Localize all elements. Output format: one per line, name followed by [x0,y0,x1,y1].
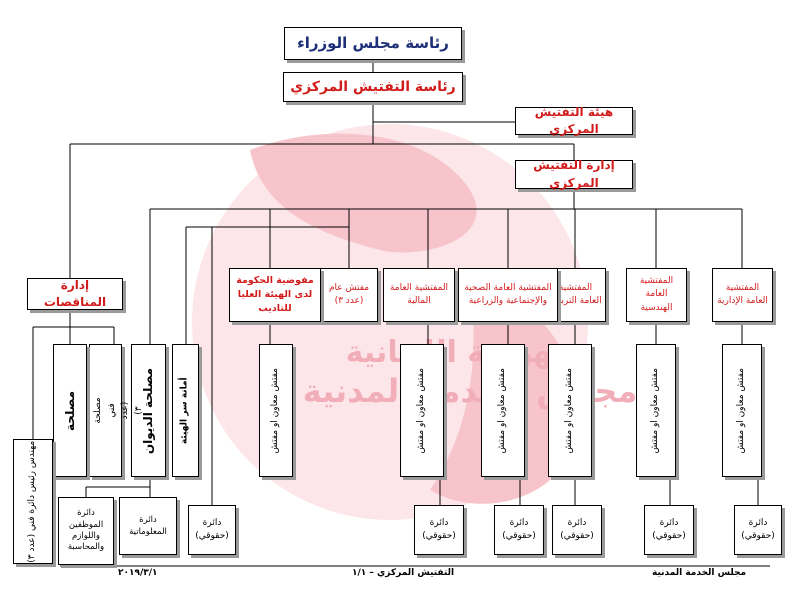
inspector-box-administrative: مفتش معاون او مفتش [722,344,762,477]
staff-office-line-2: الموظفين [68,519,104,530]
legal-office-box-administrative: دائرة (حقوقي) [734,505,782,555]
staff-office-line-1: دائرة [77,508,95,519]
general-inspector-label: مفتش عام [328,282,370,293]
health-social-agri-inspectorate-label: المفتشية العامة الصحية والإجتماعية والزر… [464,282,552,306]
staff-office-box: دائرة الموظفين واللوازم والمحاسبة [58,497,114,565]
administrative-inspectorate-label: المفتشية العامة الإدارية [717,282,768,306]
procurement-label: إدارة المناقصات [43,277,107,309]
general-inspector-count: (عدد ٣) [334,296,364,306]
educational-inspectorate-label: المفتشية العامة التربوية [549,282,602,306]
legal-office-line-1: دائرة [429,517,449,528]
legal-office-box-financial: دائرة (حقوقي) [414,505,464,555]
inspection-board-label: هيئة التفتيش المركزي [534,104,614,136]
inspector-label: مفتش معاون او مفتش [497,367,508,454]
health-social-agri-inspectorate-box: المفتشية العامة الصحية والإجتماعية والزر… [458,268,558,322]
government-commissioner-box: مفوضية الحكومة لدى الهيئة العليا للتاديب [229,268,321,322]
dept-chief-engineer-box: مهندس رئيس دائرة فني (عدد ٣) [13,439,53,564]
footer-left: ٢٠١٩/٣/١ [118,568,158,578]
engineering-inspectorate-box: المفتشية العامة الهندسية [626,268,687,322]
inspector-box-educational: مفتش معاون او مفتش [548,344,592,477]
inspector-label: مفتش معاون او مفتش [650,367,661,454]
legal-office-line-2: (حقوقي) [195,531,229,541]
inspector-label: مفتش معاون او مفتش [416,367,427,454]
procurement-box: إدارة المناقصات [27,278,123,310]
inspection-board-box: هيئة التفتيش المركزي [515,105,633,136]
footer-center: التفتيش المركزي – ١/١ [352,568,455,578]
council-of-ministers-box: رئاسة مجلس الوزراء [284,27,462,60]
government-commissioner-label: مفوضية الحكومة لدى الهيئة العليا للتاديب [236,275,314,314]
interest-label: مصلحة [62,390,77,431]
legal-office-line-1: دائرة [202,517,222,528]
inspection-administration-box: إدارة التفتيش المركزي [515,158,633,190]
legal-office-line-2: (حقوقي) [422,531,456,541]
footer-right: مجلس الخدمة المدنية [652,568,747,578]
inspector-label: مفتش معاون او مفتش [564,367,575,454]
financial-inspectorate-label: المفتشية العامة المالية [389,282,449,306]
legal-office-line-2: (حقوقي) [560,531,594,541]
info-office-line-1: دائرة [139,514,157,525]
staff-office-line-3: واللوازم [72,531,100,541]
info-office-box: دائرة المعلوماتية [119,497,177,555]
inspector-label: مفتش معاون او مفتش [736,367,747,454]
chief-engineer-box: مهندس رئيس مصلحة فني (عدد ٣) [66,344,144,477]
interest-box: مصلحة [53,344,87,477]
legal-office-line-1: دائرة [509,517,529,528]
cabinet-interest-box: مصلحة الديوان [131,344,166,477]
legal-office-box-educational: دائرة (حقوقي) [552,505,602,555]
staff-office-line-4: والمحاسبة [67,542,105,553]
council-of-ministers-label: رئاسة مجلس الوزراء [297,33,449,52]
administrative-inspectorate-box: المفتشية العامة الإدارية [712,268,773,322]
legal-office-line-2: (حقوقي) [502,531,536,541]
legal-office-line-1: دائرة [748,517,768,528]
legal-office-line-2: (حقوقي) [741,531,775,541]
general-inspector-box: مفتش عام (عدد ٣) [320,268,378,322]
inspector-box-financial: مفتش معاون او مفتش [400,344,444,477]
info-office-line-2: المعلوماتية [129,527,167,537]
legal-office-line-1: دائرة [567,517,587,528]
central-inspection-presidency-label: رئاسة التفتيش المركزي [290,78,456,95]
board-secretariat-box: أمانة سر الهيئة [172,344,199,477]
dept-chief-engineer-label: مهندس رئيس دائرة فني (عدد ٣) [27,440,38,563]
central-inspection-presidency-box: رئاسة التفتيش المركزي [283,72,463,102]
legal-office-box-health: دائرة (حقوقي) [494,505,544,555]
board-secretariat-label: أمانة سر الهيئة [179,377,190,444]
legal-office-box-engineering: دائرة (حقوقي) [644,505,694,555]
inspector-label: مفتش معاون او مفتش [270,367,281,454]
legal-office-line-1: دائرة [659,517,679,528]
inspection-administration-label: إدارة التفتيش المركزي [533,158,615,190]
inspector-box-engineering: مفتش معاون او مفتش [636,344,676,477]
legal-office-line-2: (حقوقي) [652,531,686,541]
engineering-inspectorate-label: المفتشية العامة الهندسية [639,276,674,313]
inspector-box-health: مفتش معاون او مفتش [481,344,525,477]
inspector-box-commissioner: مفتش معاون او مفتش [259,344,293,477]
legal-office-box-board: دائرة (حقوقي) [188,505,236,555]
financial-inspectorate-box: المفتشية العامة المالية [383,268,455,322]
